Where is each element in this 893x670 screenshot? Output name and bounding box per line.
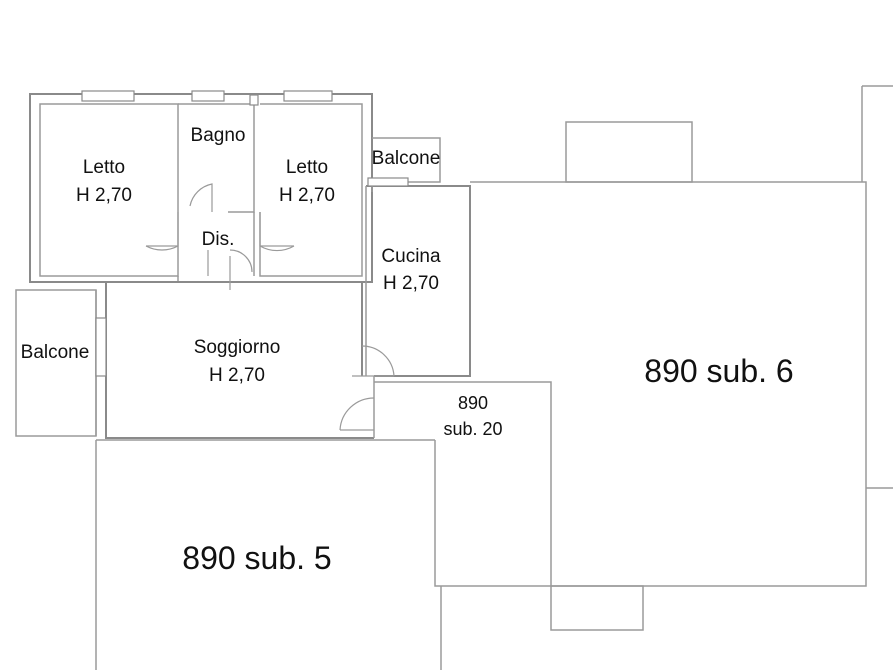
unit-sub20-outline xyxy=(374,381,644,631)
unit-sub6-label: 890 sub. 6 xyxy=(644,353,793,389)
door-swings xyxy=(145,183,395,431)
dis-name: Dis. xyxy=(202,229,235,250)
letto-left-height: H 2,70 xyxy=(76,185,132,206)
cucina-name: Cucina xyxy=(381,246,441,267)
balcone-left-name: Balcone xyxy=(21,342,90,363)
unit-sub20-line1: 890 xyxy=(458,393,488,413)
unit-sub5-label: 890 sub. 5 xyxy=(182,540,331,576)
windows xyxy=(81,90,409,377)
balcone-left-outline xyxy=(15,289,97,437)
unit-sub20-line2: sub. 20 xyxy=(443,419,502,439)
unit-sub5-outline xyxy=(95,439,442,670)
cucina-height: H 2,70 xyxy=(383,273,439,294)
letto-right-height: H 2,70 xyxy=(279,185,335,206)
letto-left-name: Letto xyxy=(83,157,125,178)
soggiorno-height: H 2,70 xyxy=(209,365,265,386)
bagno-name: Bagno xyxy=(191,125,246,146)
unit-sub6-outline xyxy=(473,85,893,587)
letto-right-name: Letto xyxy=(286,157,328,178)
soggiorno-name: Soggiorno xyxy=(194,337,281,358)
balcone-top-name: Balcone xyxy=(372,148,441,169)
